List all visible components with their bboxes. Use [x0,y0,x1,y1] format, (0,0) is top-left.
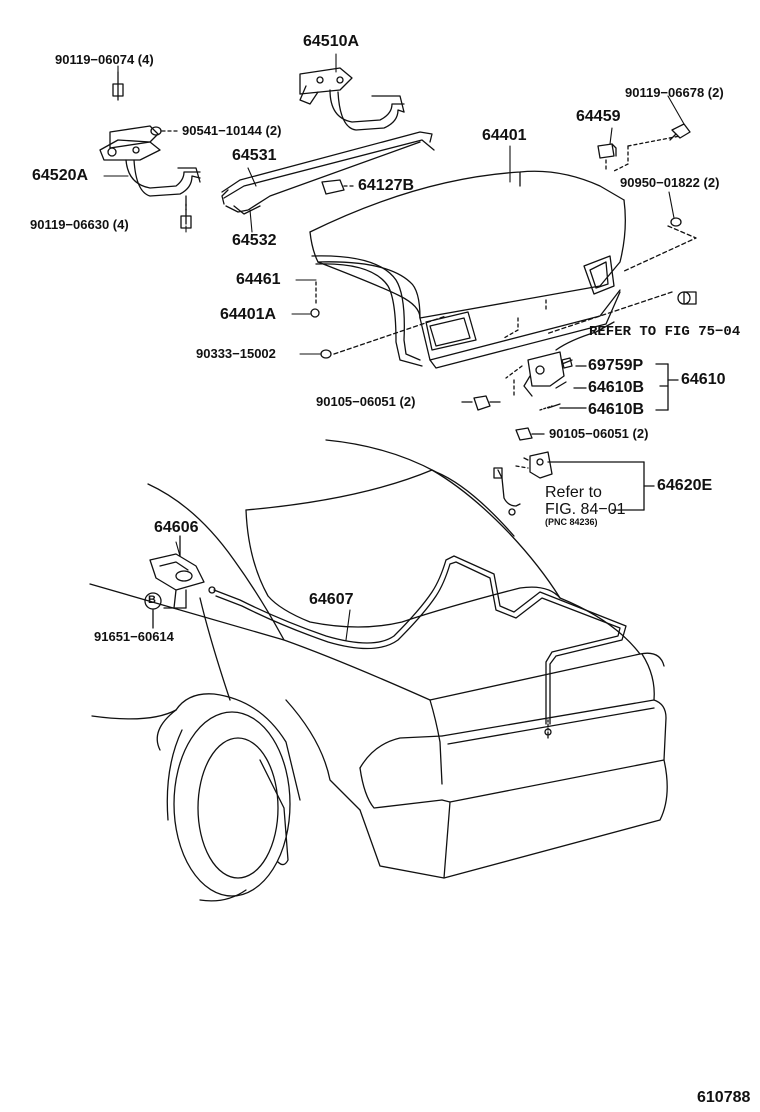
label-64461: 64461 [236,271,281,288]
bolt-91651-60614 [145,593,161,628]
label-91651-60614: 91651−60614 [94,629,174,644]
stopper-64459 [598,144,616,172]
torsion-bars [222,132,434,214]
bolt-90105-06051-right [516,428,544,440]
label-64532: 64532 [232,232,277,249]
hinge-64520A [100,72,200,228]
clip-90541-10144 [151,127,178,135]
label-90119-06678: 90119−06678 (2) [625,85,724,100]
label-64459: 64459 [576,108,621,125]
plug-64401A [311,309,319,317]
cushion-90950-01822 [622,218,696,272]
plug-90333-15002 [321,316,446,358]
label-refer-84-01-line2: FIG. 84−01 [545,501,626,518]
label-pnc-note: (PNC 84236) [545,517,598,527]
bumper-64127B [322,180,356,194]
leader-lines [104,54,684,640]
release-lever-64606 [150,536,215,608]
label-90105-06051-right: 90105−06051 (2) [549,426,649,441]
label-90950-01822: 90950−01822 (2) [620,175,720,190]
car-body [90,440,667,901]
striker-64620E [494,452,654,515]
label-64610B-b: 64610B [588,401,645,418]
label-90119-06630: 90119−06630 (4) [30,217,129,232]
label-refer-75-04: REFER TO FIG 75−04 [589,324,741,340]
lock-assembly-64610 [506,322,614,410]
label-64607: 64607 [309,591,354,608]
label-90105-06051-left: 90105−06051 (2) [316,394,416,409]
lock-cylinder [504,292,696,338]
label-64401: 64401 [482,127,527,144]
label-refer-84-01-line1: Refer to [545,484,602,501]
weatherstrip-64461 [312,256,422,366]
label-69759P: 69759P [588,357,644,374]
label-64401A: 64401A [220,306,277,323]
label-circle-b: B [148,594,156,606]
label-64510A: 64510A [303,33,360,50]
release-cable-64607 [214,556,626,740]
label-64610B-a: 64610B [588,379,645,396]
label-64620E: 64620E [657,477,713,494]
bolt-90105-06051-left [462,396,500,410]
label-90119-06074: 90119−06074 (4) [55,52,154,67]
bolt-90119-06678 [612,124,690,172]
label-64610: 64610 [681,371,726,388]
label-90541-10144: 90541−10144 (2) [182,123,282,138]
figure-number: 610788 [697,1089,751,1106]
label-64520A: 64520A [32,167,89,184]
hinge-64510A [300,68,404,130]
bracket-64610 [560,364,678,410]
label-90333-15002: 90333−15002 [196,346,276,361]
label-64531: 64531 [232,147,277,164]
label-64127B: 64127B [358,177,415,194]
label-64606: 64606 [154,519,199,536]
trunk-lid-64401 [310,171,625,368]
